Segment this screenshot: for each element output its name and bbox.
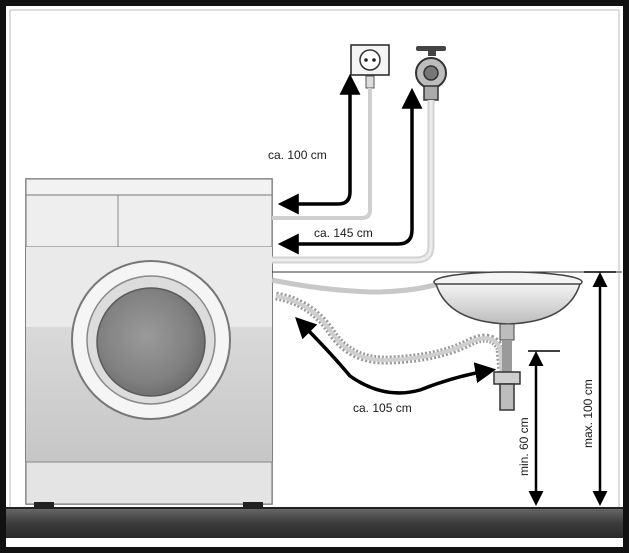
inlet-hose-arrow — [277, 87, 423, 255]
floor — [6, 508, 623, 538]
water-tap-icon — [415, 46, 447, 101]
inlet-hose-length-label: ca. 145 cm — [314, 226, 373, 240]
drain-hose-length-label: ca. 105 cm — [353, 401, 412, 415]
power-cord-length-label: ca. 100 cm — [268, 148, 327, 162]
washing-machine — [25, 178, 273, 509]
sink — [433, 271, 583, 411]
drain-hose-arrow — [295, 317, 497, 395]
max-height-label: max. 100 cm — [581, 379, 595, 448]
min-height-label: min. 60 cm — [517, 417, 531, 476]
door-glass — [96, 287, 206, 397]
power-socket-icon — [350, 44, 390, 89]
